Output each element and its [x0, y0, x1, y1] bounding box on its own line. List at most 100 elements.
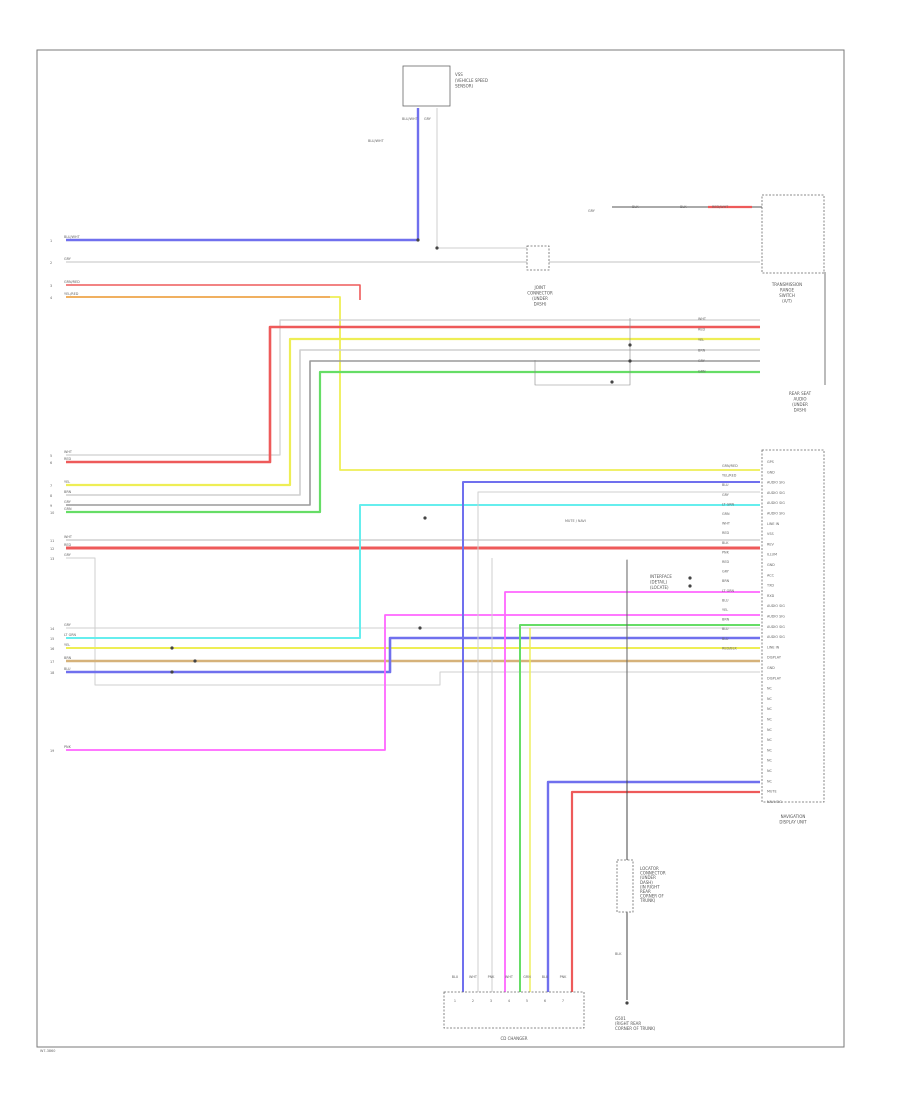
wire-cd-blu — [462, 481, 760, 992]
audio-wire-label: WHT — [698, 317, 707, 321]
ground-desc: G501 — [615, 1016, 626, 1021]
joint-desc: JOINT — [534, 285, 547, 290]
trans-wire-label: BLK — [680, 205, 687, 209]
cd-pin-number: 1 — [454, 999, 456, 1003]
nav-wire-label: BRN — [722, 618, 730, 622]
left-pin-number: 17 — [50, 660, 54, 664]
nav-pin-label: GND — [767, 470, 775, 474]
locator-desc: DASH) — [640, 880, 653, 885]
left-pin-wire-label: WHT — [64, 535, 73, 539]
left-pin-number: 10 — [50, 511, 54, 515]
nav-pin-label: AUDIO SIG — [767, 615, 785, 619]
splice-dot — [193, 659, 197, 663]
splice-dot — [688, 584, 692, 588]
nav-pin-label: NC — [767, 697, 773, 701]
audio-wire-label: GRY — [698, 359, 706, 363]
nav-pin-label: DISPLAY — [767, 676, 782, 680]
nav-pin-label: LINE IN — [767, 645, 780, 649]
nav-wire-label: BLU — [722, 598, 729, 602]
trans-desc: SWITCH — [779, 293, 795, 298]
vss-pin-label: GRY — [424, 117, 432, 121]
audio-wire-label: RED — [698, 328, 705, 332]
trans-range-switch-box — [761, 194, 825, 274]
vss-desc: (VEHICLE SPEED — [455, 78, 488, 83]
left-pin-number: 12 — [50, 547, 54, 551]
nav-wire-label: RED — [722, 560, 729, 564]
nav-wire-label: GRN — [722, 512, 730, 516]
left-pin-wire-label: LT GRN — [64, 633, 77, 637]
splice-dot — [170, 670, 174, 674]
wire-yel-red — [66, 296, 760, 471]
wires — [66, 108, 826, 1000]
trans-desc: RANGE — [780, 288, 794, 293]
cd-wire-label: WHT — [469, 975, 478, 979]
nav-pin-label: AUDIO SIG — [767, 604, 785, 608]
nav-wire-label: WHT — [722, 522, 731, 526]
left-pin-wire-label: YEL — [64, 480, 70, 484]
cd-wire-label: PNK — [488, 975, 496, 979]
left-pin-number: 1 — [50, 239, 52, 243]
left-pin-wire-label: GRN/RED — [64, 280, 80, 284]
nav-wire-label: LT GRN — [722, 589, 735, 593]
cd-wire-label: PNK — [560, 975, 568, 979]
left-pin-number: 15 — [50, 637, 54, 641]
audio-desc: AUDIO — [793, 397, 806, 402]
locator-desc: (UNDER — [640, 875, 656, 880]
trans-wire-label: GRY — [588, 209, 596, 213]
nav-pin-label: MUTE — [767, 790, 777, 794]
nav-wire-label: BLU — [722, 637, 729, 641]
wire-audio-wht — [66, 319, 760, 456]
nav-pin-label: NC — [767, 738, 773, 742]
wire-lt-grn — [66, 504, 760, 639]
joint-desc: (UNDER — [532, 296, 548, 301]
nav-pin-label: AUDIO SIG — [767, 625, 785, 629]
nav-wire-label: BLU — [722, 483, 729, 487]
cd-wire-label: GRN — [523, 975, 531, 979]
nav-pin-label: LINE IN — [767, 522, 780, 526]
audio-wire-label: BRN — [698, 349, 706, 353]
nav-pin-label: TXD — [766, 584, 774, 588]
nav-pin-label: NC — [767, 707, 773, 711]
left-pin-wire-label: BRN — [64, 490, 72, 494]
nav-pin-label: VSS — [767, 532, 774, 536]
left-pin-wire-label: RED — [64, 543, 71, 547]
cd-pin-number: 6 — [544, 999, 546, 1003]
left-pin-number: 7 — [50, 484, 52, 488]
joint-desc: DASH) — [534, 302, 547, 307]
locator-desc: CONNECTOR — [640, 871, 666, 876]
nav-pin-label: NC — [767, 779, 773, 783]
nav-title: NAVIGATION — [781, 814, 806, 819]
splice-dot — [628, 343, 632, 347]
can-label: MUTE / NAVI — [565, 519, 586, 523]
splice-dot — [435, 246, 439, 250]
nav-pin-label: AUDIO SIG — [767, 501, 785, 505]
left-pin-wire-label: PNK — [64, 745, 72, 749]
nav-pin-label: NC — [767, 759, 773, 763]
wire-audio-gry — [66, 360, 760, 506]
nav-wire-label: BRN — [722, 579, 730, 583]
splice-dot — [628, 359, 632, 363]
left-pin-number: 6 — [50, 461, 52, 465]
cd-wire-label: BLU — [452, 975, 459, 979]
left-pin-wire-label: GRY — [64, 257, 72, 261]
nav-wire-label: RED/BLK — [722, 646, 737, 650]
diagram-frame — [36, 49, 845, 1048]
joint-connector-box — [526, 245, 550, 271]
nav-wire-label: YEL — [722, 608, 728, 612]
splice-dot — [416, 238, 420, 242]
locator-desc: (IN RIGHT — [640, 884, 660, 889]
nav-wire-label: RED — [722, 531, 729, 535]
interface-desc: (DETAIL) — [650, 580, 667, 585]
left-pin-wire-label: BLU — [64, 667, 71, 671]
left-pin-number: 3 — [50, 284, 52, 288]
locator-desc: REAR — [640, 889, 651, 894]
audio-desc: REAR SEAT — [789, 391, 812, 396]
nav-wire-label: BLK — [722, 541, 729, 545]
nav-wire-label: GRY — [722, 493, 730, 497]
nav-pin-label: AUDIO SIG — [767, 512, 785, 516]
audio-desc: DASH) — [794, 408, 807, 413]
cd-pin-number: 5 — [526, 999, 528, 1003]
locator-desc: TRUNK) — [639, 898, 656, 903]
